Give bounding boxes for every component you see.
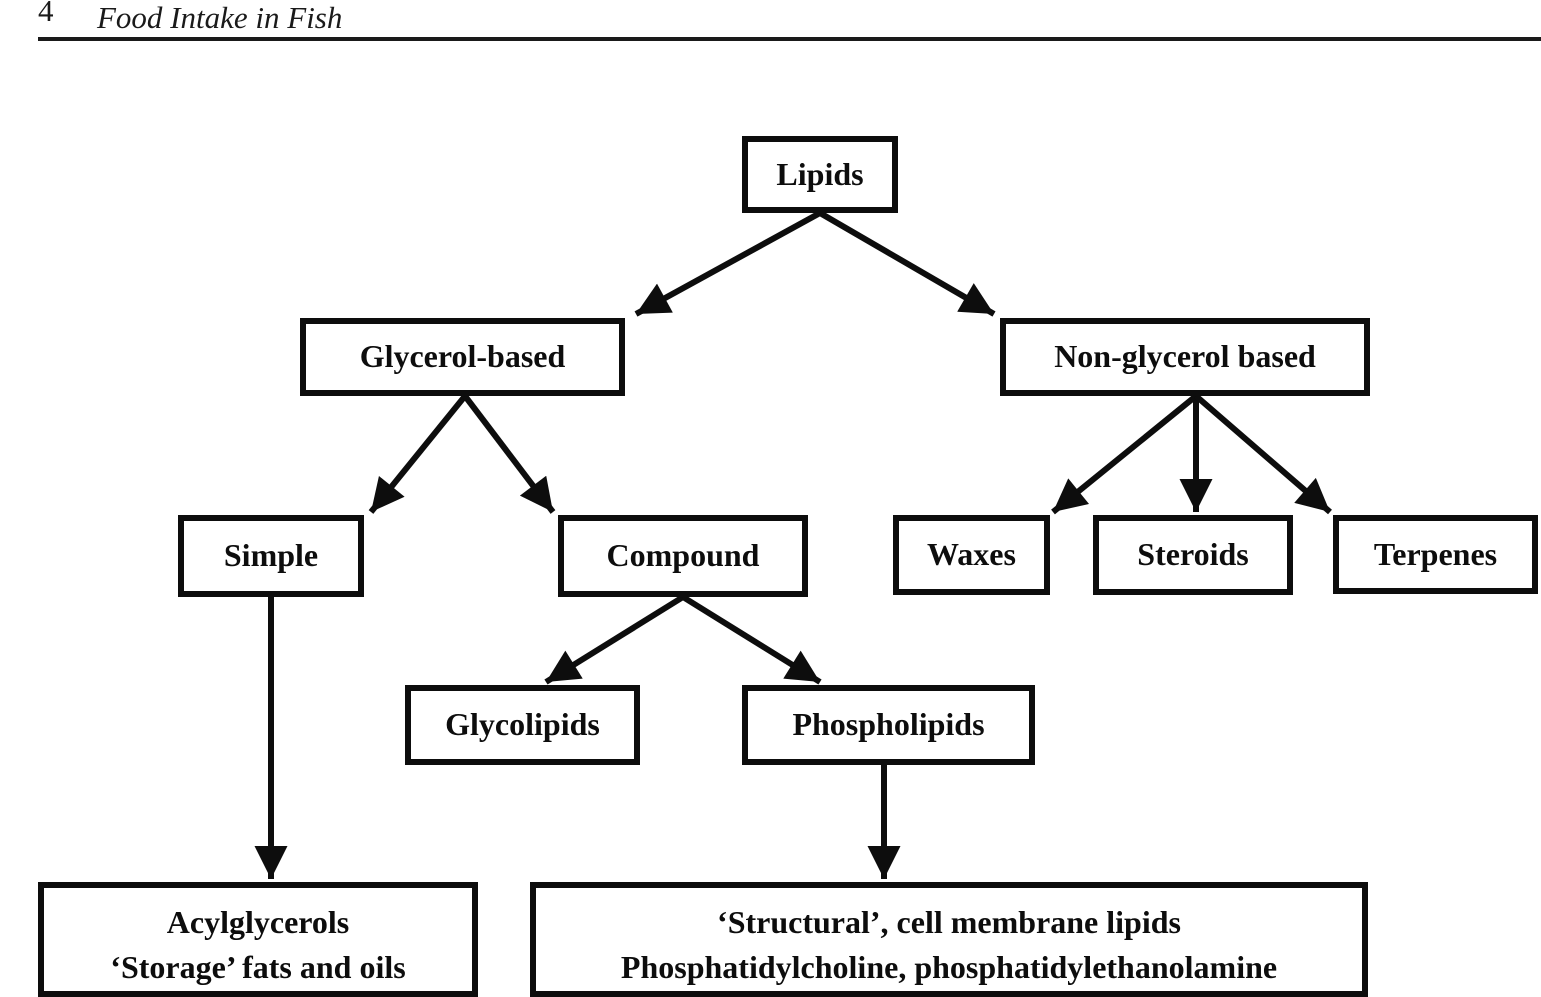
- node-steroids: Steroids: [1093, 515, 1293, 595]
- node-non-glycerol-based-label: Non-glycerol based: [1054, 338, 1316, 375]
- node-terpenes: Terpenes: [1333, 515, 1538, 594]
- edge-nonglycerol-terpenes: [1194, 393, 1332, 515]
- node-non-glycerol-based: Non-glycerol based: [1000, 318, 1370, 396]
- node-waxes-label: Waxes: [927, 536, 1016, 573]
- edge-compound-phospholipids: [681, 594, 822, 685]
- node-simple-label: Simple: [223, 537, 319, 574]
- node-phospholipids: Phospholipids: [742, 685, 1035, 765]
- edge-glycerol-compound: [462, 394, 556, 514]
- node-glycerol-based-label: Glycerol-based: [359, 338, 566, 375]
- node-steroids-label: Steroids: [1137, 536, 1249, 573]
- node-lipids: Lipids: [742, 136, 898, 213]
- edge-compound-glycolipids: [544, 594, 685, 685]
- edge-lipids-glycerol: [634, 210, 822, 317]
- page-number: 4: [38, 0, 54, 28]
- edge-lipids-nonglycerol: [818, 210, 996, 317]
- node-lipids-label: Lipids: [776, 155, 864, 192]
- node-structural-lipids-line1: ‘Structural’, cell membrane lipids: [717, 904, 1181, 940]
- node-compound: Compound: [558, 515, 808, 597]
- node-glycolipids-label: Glycolipids: [445, 706, 600, 743]
- node-simple: Simple: [178, 515, 364, 597]
- node-compound-label: Compound: [606, 537, 760, 574]
- page-header: 4: [38, 0, 54, 29]
- node-acylglycerols: Acylglycerols ‘Storage’ fats and oils: [38, 882, 478, 997]
- node-glycolipids: Glycolipids: [405, 685, 640, 765]
- node-phospholipids-label: Phospholipids: [792, 706, 985, 743]
- node-structural-lipids-line2: Phosphatidylcholine, phosphatidylethanol…: [620, 949, 1278, 985]
- header-rule: [38, 37, 1541, 41]
- node-glycerol-based: Glycerol-based: [300, 318, 625, 396]
- running-title: Food Intake in Fish: [97, 0, 343, 35]
- node-waxes: Waxes: [893, 515, 1050, 595]
- edge-nonglycerol-waxes: [1051, 393, 1198, 515]
- edge-glycerol-simple: [368, 394, 468, 514]
- node-acylglycerols-line1: Acylglycerols: [166, 904, 350, 940]
- node-terpenes-label: Terpenes: [1373, 535, 1498, 572]
- node-acylglycerols-line2: ‘Storage’ fats and oils: [110, 949, 406, 985]
- node-structural-lipids: ‘Structural’, cell membrane lipids Phosp…: [530, 882, 1368, 997]
